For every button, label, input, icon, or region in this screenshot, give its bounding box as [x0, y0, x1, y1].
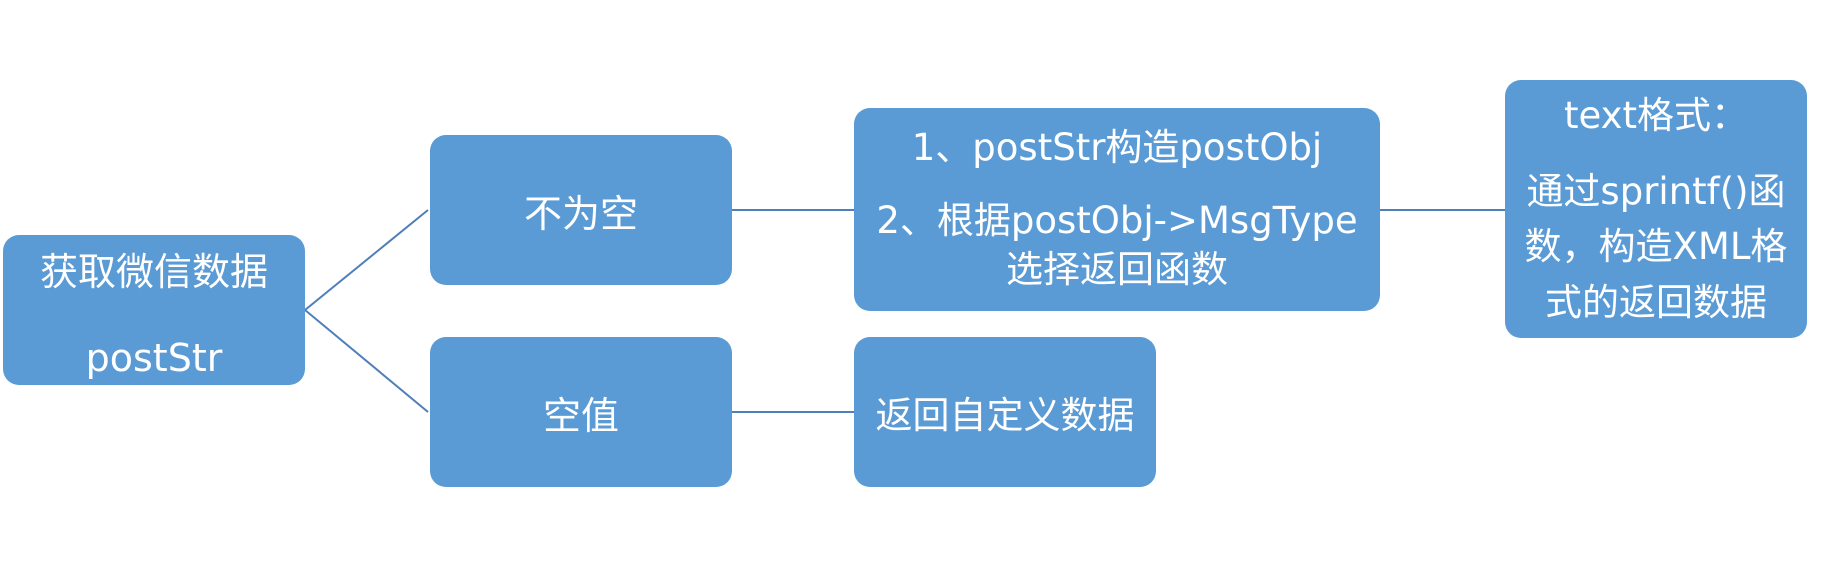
- node-text-format-line-4: 式的返回数据: [1545, 280, 1767, 324]
- node-not-empty: 不为空: [430, 135, 732, 285]
- node-return-custom-data: 返回自定义数据: [854, 337, 1156, 487]
- node-get-wechat-data: 获取微信数据 postStr: [3, 235, 305, 385]
- node-text-format-line-3: 数，构造XML格: [1524, 225, 1788, 268]
- edge-root-to-not-empty: [304, 209, 429, 311]
- node-text-format: text格式： 通过sprintf()函 数，构造XML格 式的返回数据: [1505, 80, 1807, 338]
- node-return-custom-data-label: 返回自定义数据: [875, 394, 1135, 437]
- node-empty-value: 空值: [430, 337, 732, 487]
- node-text-format-line-2: 通过sprintf()函: [1526, 169, 1786, 213]
- edge-root-to-empty: [304, 309, 429, 413]
- node-not-empty-label: 不为空: [523, 191, 638, 236]
- node-empty-value-label: 空值: [542, 393, 619, 438]
- node-process-step-1: 1、postStr构造postObj: [911, 126, 1323, 170]
- node-process-steps: 1、postStr构造postObj 2、根据postObj->MsgType …: [854, 108, 1380, 311]
- node-process-step-2-cont: 选择返回函数: [1006, 247, 1228, 291]
- node-text-format-title: text格式：: [1563, 94, 1749, 137]
- node-get-wechat-data-var: postStr: [85, 335, 223, 380]
- node-get-wechat-data-title: 获取微信数据: [39, 249, 268, 294]
- node-process-step-2: 2、根据postObj->MsgType: [876, 199, 1358, 243]
